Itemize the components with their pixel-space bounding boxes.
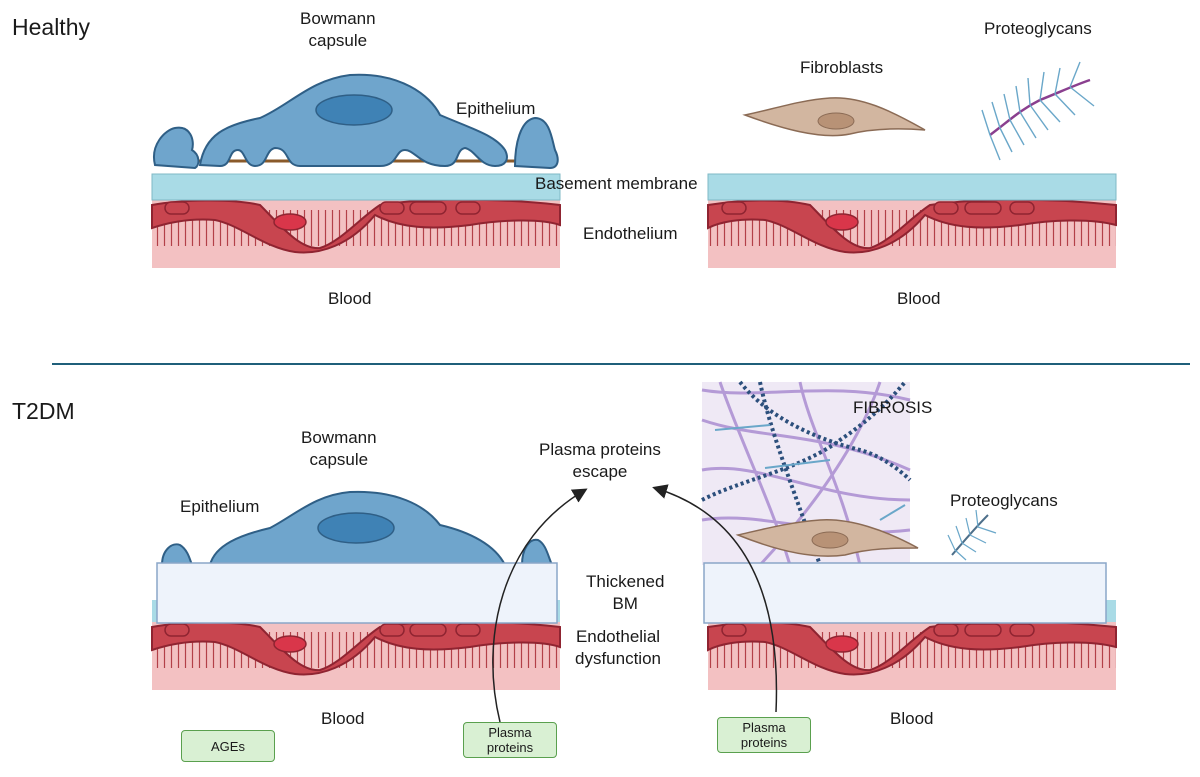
t2dm-right-tissue bbox=[701, 380, 1117, 690]
endothelium-nucleus bbox=[825, 635, 859, 653]
podocyte-small-right bbox=[520, 538, 554, 566]
podocyte-nucleus bbox=[317, 512, 395, 544]
section-label-healthy: Healthy bbox=[12, 14, 90, 40]
podocyte-small-left bbox=[160, 543, 194, 566]
bead bbox=[379, 201, 405, 215]
proteoglycans-label: Proteoglycans bbox=[984, 19, 1092, 38]
podocyte-small-left bbox=[153, 126, 200, 170]
blood-label-right: Blood bbox=[890, 709, 934, 728]
ages-box: AGEs bbox=[181, 730, 275, 762]
fibroblast-nucleus bbox=[817, 112, 855, 130]
basement-membrane-label: Basement membrane bbox=[535, 174, 698, 193]
thickened-bm bbox=[156, 562, 558, 624]
proteoglycan bbox=[981, 61, 1095, 161]
proteoglycan-small bbox=[947, 509, 997, 561]
fibrosis-proteoglycan bbox=[714, 424, 906, 521]
bead bbox=[933, 201, 959, 215]
bead bbox=[933, 623, 959, 637]
endothelium-nucleus bbox=[273, 213, 307, 231]
bead bbox=[455, 201, 481, 215]
thickened-bm bbox=[703, 562, 1107, 624]
endothelium-nucleus bbox=[825, 213, 859, 231]
bead bbox=[409, 623, 447, 637]
bead bbox=[379, 623, 405, 637]
endothelium-label: Endothelium bbox=[583, 224, 678, 243]
section-label-t2dm: T2DM bbox=[12, 398, 75, 424]
endothelium-nucleus bbox=[273, 635, 307, 653]
healthy-right-tissue bbox=[707, 61, 1117, 268]
escape-arrow-left bbox=[492, 488, 588, 723]
bead bbox=[164, 201, 190, 215]
blood-label-left: Blood bbox=[328, 289, 372, 308]
healthy-left-tissue bbox=[151, 73, 561, 268]
bead bbox=[455, 623, 481, 637]
epithelium-label: Epithelium bbox=[456, 99, 536, 118]
fibrosis-label: FIBROSIS bbox=[853, 398, 933, 417]
bead bbox=[721, 623, 747, 637]
escape-arrow-right bbox=[652, 484, 778, 713]
fibroblasts-label: Fibroblasts bbox=[800, 58, 884, 77]
bead bbox=[164, 623, 190, 637]
proteoglycans-label: Proteoglycans bbox=[950, 491, 1058, 510]
podocyte-nucleus bbox=[315, 94, 393, 126]
blood-label-left: Blood bbox=[321, 709, 365, 728]
bead bbox=[1009, 201, 1035, 215]
basement-membrane bbox=[707, 173, 1117, 201]
bead bbox=[1009, 623, 1035, 637]
basement-membrane bbox=[151, 173, 561, 201]
podocyte-small-right bbox=[513, 116, 559, 170]
t2dm-left-tissue bbox=[151, 490, 561, 690]
fibroblast-nucleus bbox=[811, 531, 849, 549]
epithelium-label: Epithelium bbox=[180, 497, 260, 516]
bead bbox=[721, 201, 747, 215]
blood-label-right: Blood bbox=[897, 289, 941, 308]
bead bbox=[964, 201, 1002, 215]
bead bbox=[409, 201, 447, 215]
bead bbox=[964, 623, 1002, 637]
